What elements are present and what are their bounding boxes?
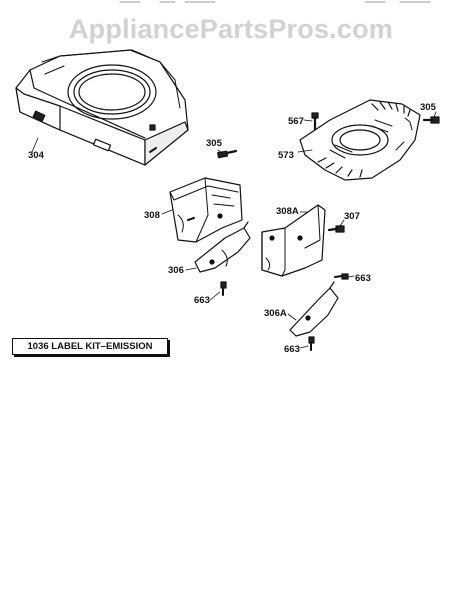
part-663-screw-bottom	[308, 336, 315, 351]
callout-304: 304	[28, 150, 45, 161]
callout-573: 573	[278, 150, 294, 161]
callout-305-left: 305	[206, 138, 223, 149]
callout-305-right: 305	[420, 102, 437, 113]
part-663-screw-left	[220, 281, 227, 296]
callout-307: 307	[344, 211, 360, 222]
part-573-baffle-plate	[299, 99, 421, 181]
label-kit-emission-box: 1036 LABEL KIT–EMISSION	[12, 338, 168, 355]
part-307-screw	[327, 225, 345, 233]
part-663-screw-right	[334, 273, 349, 280]
part-304-blower-housing	[15, 49, 189, 166]
watermark-logo: AppliancePartsPros.com	[68, 14, 393, 44]
callout-663-left: 663	[194, 295, 210, 306]
callout-567: 567	[288, 116, 304, 127]
part-305-screw-left	[217, 149, 238, 159]
part-305-screw-right	[422, 116, 440, 124]
callout-663-bottom: 663	[284, 344, 300, 355]
callout-308: 308	[144, 210, 160, 221]
part-306A-right-shield	[289, 281, 339, 337]
callout-663-right: 663	[355, 273, 371, 284]
callout-306: 306	[168, 265, 184, 276]
part-308-left-baffle	[169, 177, 243, 243]
callout-306A: 306A	[264, 308, 287, 319]
part-306-left-shield	[194, 221, 251, 273]
part-308A-right-baffle	[261, 204, 326, 277]
leader-lines	[31, 111, 437, 349]
callouts: 304 305 567 573 305 308 308A 307 306 663…	[28, 102, 437, 355]
callout-308A: 308A	[276, 206, 299, 217]
